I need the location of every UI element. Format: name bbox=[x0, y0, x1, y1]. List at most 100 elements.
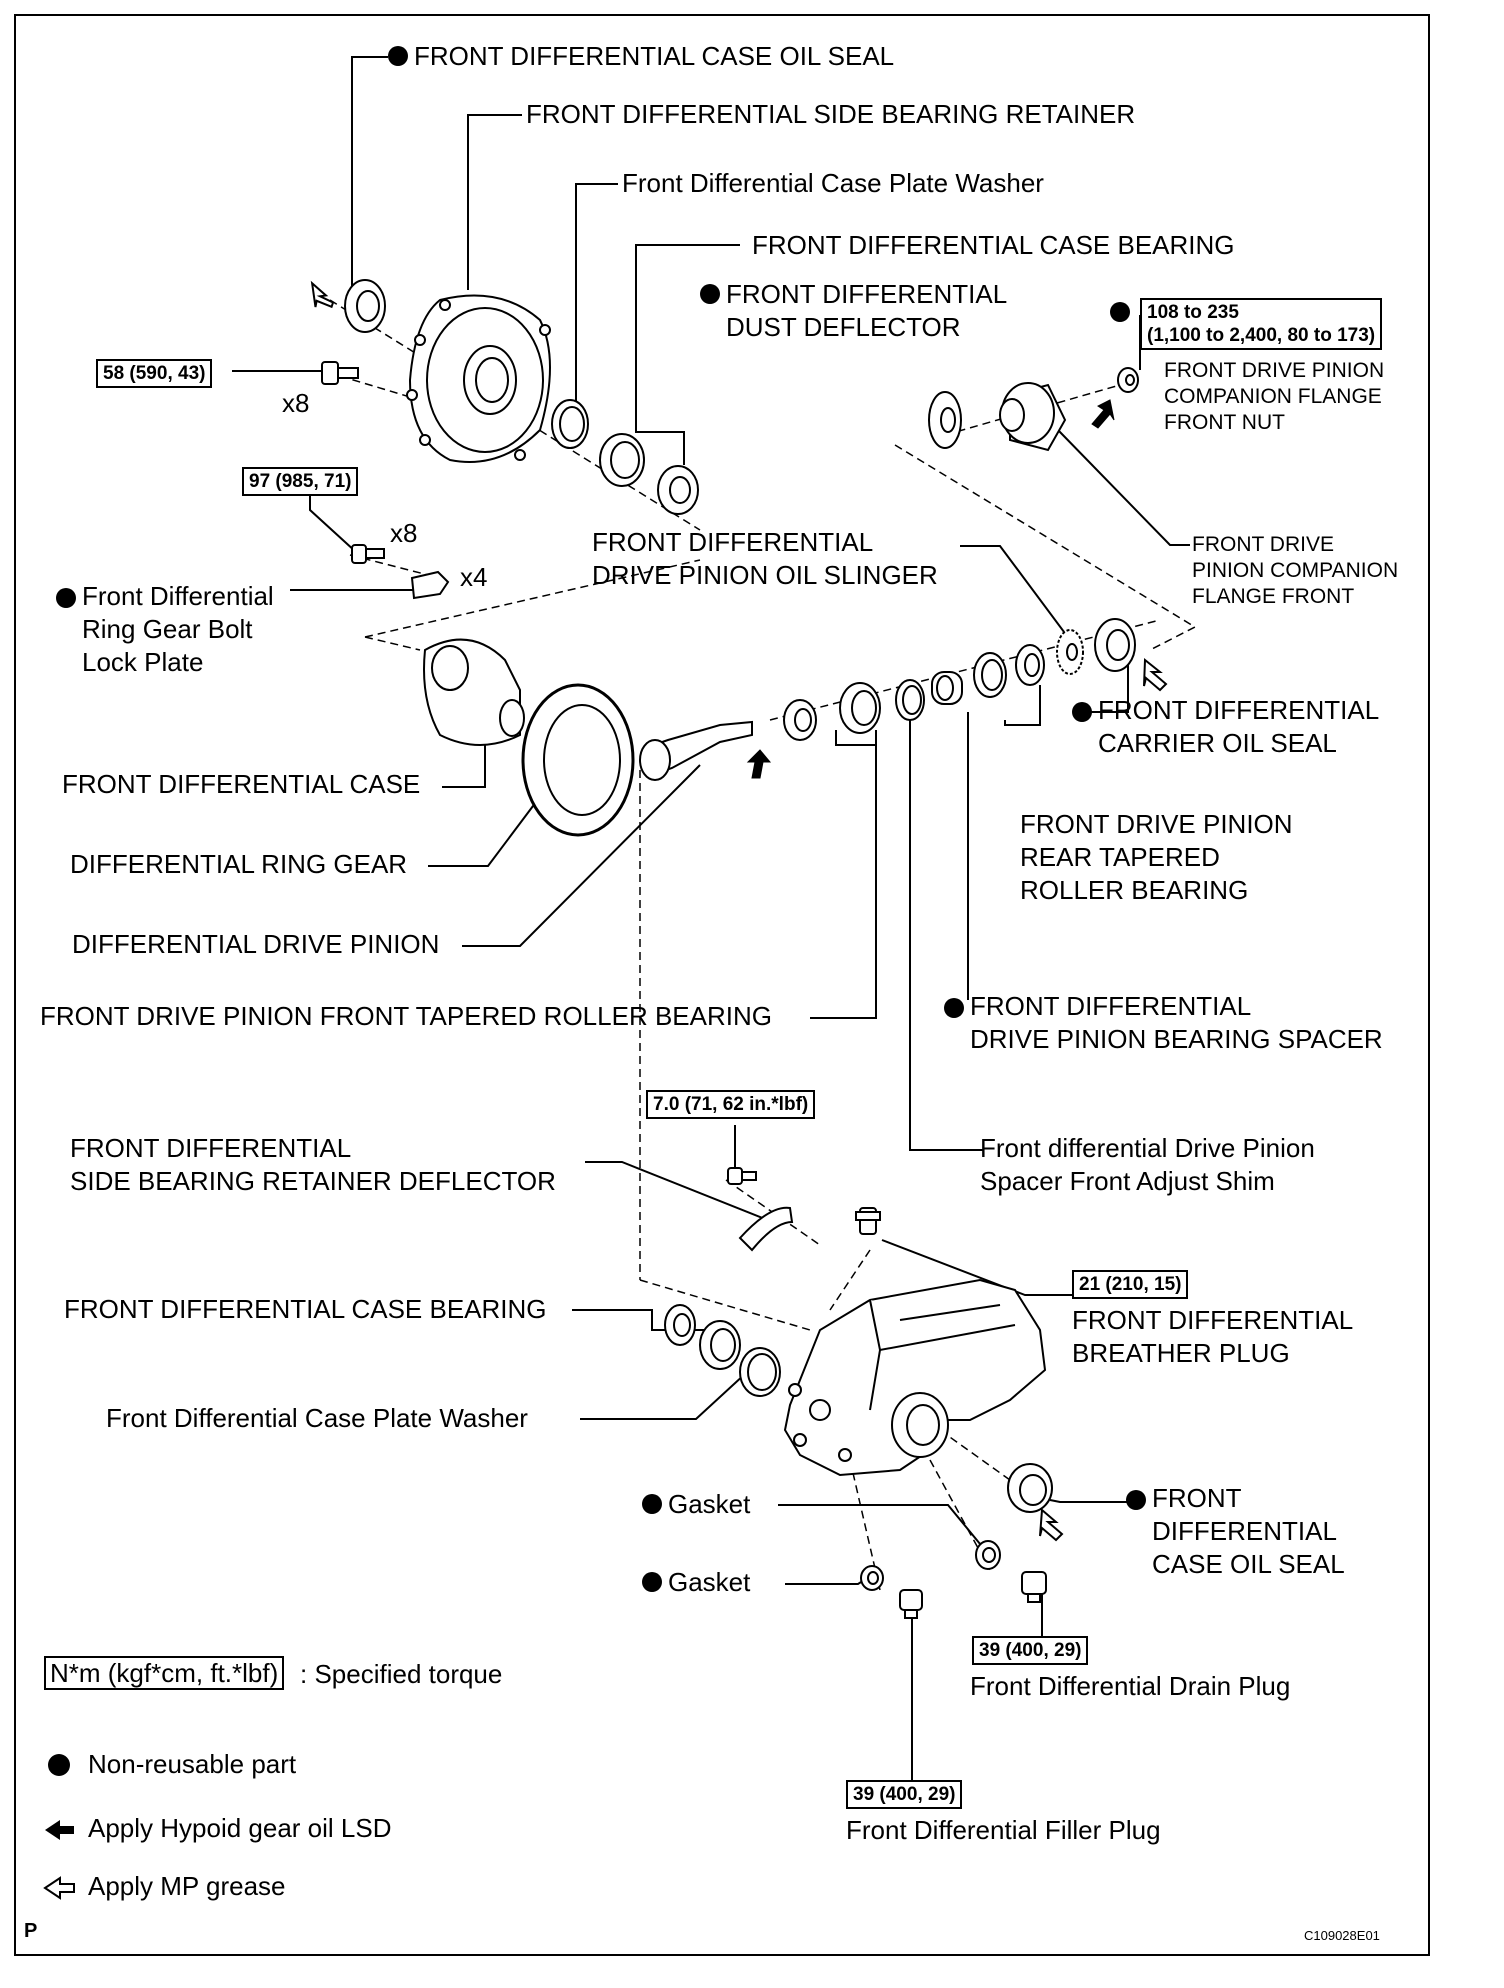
gasket-2-part bbox=[860, 1565, 884, 1591]
leader-gasket-2 bbox=[785, 1574, 873, 1585]
companion-flange-part bbox=[999, 382, 1067, 452]
count-lock-plate: x4 bbox=[460, 562, 488, 592]
torque-ring-gear-bolt: 97 (985, 71) bbox=[242, 467, 359, 496]
label-ring-gear: DIFFERENTIAL RING GEAR bbox=[70, 849, 408, 879]
label-adjust-shim: Front differential Drive Pinion Spacer F… bbox=[980, 1133, 1315, 1196]
differential-carrier-housing-part bbox=[783, 1278, 1047, 1477]
non-reusable-icon bbox=[56, 588, 76, 608]
label-case-bearing-bottom: FRONT DIFFERENTIAL CASE BEARING bbox=[64, 1294, 547, 1324]
label-ring-gear-bolt-lock-plate: Front Differential Ring Gear Bolt Lock P… bbox=[56, 580, 274, 679]
count-retainer-bolt: x8 bbox=[282, 388, 310, 418]
adjust-shim-part bbox=[895, 679, 925, 721]
plate-washer-top-part bbox=[551, 399, 589, 449]
torque-breather-plug: 21 (210, 15) bbox=[1072, 1270, 1189, 1299]
breather-plug-part bbox=[855, 1207, 881, 1235]
drive-pinion-part bbox=[639, 720, 753, 781]
legend-torque-unit: N*m (kgf*cm, ft.*lbf) bbox=[44, 1656, 285, 1690]
mp-grease-arrow-icon bbox=[310, 280, 335, 309]
drain-plug-part bbox=[1021, 1571, 1047, 1603]
label-case-oil-seal-bottom: FRONT DIFFERENTIAL CASE OIL SEAL bbox=[1126, 1482, 1345, 1581]
case-bearing-bottom-part bbox=[664, 1304, 781, 1397]
torque-deflector-bolt: 7.0 (71, 62 in.*lbf) bbox=[646, 1090, 816, 1119]
label-gasket-2: Gasket bbox=[642, 1566, 750, 1599]
leader-diff-case bbox=[442, 745, 486, 788]
leader-oil-slinger bbox=[960, 545, 1071, 641]
non-reusable-icon bbox=[1072, 702, 1092, 722]
legend-torque-text: : Specified torque bbox=[300, 1659, 503, 1689]
label-plate-washer-bottom: Front Differential Case Plate Washer bbox=[106, 1403, 528, 1433]
non-reusable-icon bbox=[642, 1494, 662, 1515]
label-front-tapered-bearing: FRONT DRIVE PINION FRONT TAPERED ROLLER … bbox=[40, 1001, 772, 1031]
dust-deflector-part bbox=[928, 391, 962, 449]
case-oil-seal-bottom-part bbox=[1007, 1463, 1053, 1513]
legend-mp-grease-icon bbox=[43, 1876, 75, 1900]
non-reusable-icon bbox=[642, 1572, 662, 1593]
gasket-1-part bbox=[975, 1540, 1001, 1570]
label-retainer-deflector: FRONT DIFFERENTIAL SIDE BEARING RETAINER… bbox=[70, 1133, 556, 1196]
mp-grease-arrow-icon bbox=[1039, 1507, 1064, 1542]
leader-deflector bbox=[585, 1161, 781, 1226]
case-oil-seal-top-part bbox=[344, 279, 386, 333]
label-drive-pinion: DIFFERENTIAL DRIVE PINION bbox=[72, 929, 440, 959]
case-bearing-race-top-part bbox=[599, 433, 645, 487]
label-differential-case: FRONT DIFFERENTIAL CASE bbox=[62, 769, 421, 799]
hypoid-oil-arrow-icon bbox=[1091, 399, 1115, 429]
label-breather-plug: FRONT DIFFERENTIAL BREATHER PLUG bbox=[1072, 1305, 1354, 1368]
axis-breather bbox=[829, 1249, 871, 1311]
non-reusable-icon bbox=[944, 998, 964, 1018]
label-side-bearing-retainer: FRONT DIFFERENTIAL SIDE BEARING RETAINER bbox=[526, 99, 1136, 129]
label-oil-slinger: FRONT DIFFERENTIAL DRIVE PINION OIL SLIN… bbox=[592, 527, 938, 590]
case-bearing-top-part bbox=[657, 465, 699, 515]
non-reusable-icon bbox=[1126, 1490, 1146, 1510]
legend-hypoid-oil-icon bbox=[45, 1820, 74, 1840]
non-reusable-icon bbox=[700, 284, 720, 305]
axis-flange-plane bbox=[894, 444, 1197, 651]
legend-mp-grease: Apply MP grease bbox=[88, 1871, 286, 1901]
label-dust-deflector: FRONT DIFFERENTIAL DUST DEFLECTOR bbox=[700, 278, 1007, 344]
bearing-spacer-part bbox=[931, 671, 963, 705]
legend-non-reusable: Non-reusable part bbox=[88, 1749, 297, 1779]
label-drain-plug: Front Differential Drain Plug bbox=[970, 1671, 1291, 1701]
axis-case-plane bbox=[364, 559, 701, 638]
ring-gear-part bbox=[521, 683, 635, 837]
retainer-bolt-part bbox=[321, 361, 359, 385]
leader-rear-tapered bbox=[1004, 685, 1041, 726]
axis-pinion-bearings bbox=[769, 619, 1161, 721]
leader-case-oil-seal-top bbox=[351, 56, 388, 290]
differential-case-part bbox=[423, 638, 525, 746]
label-companion-flange-front-nut: FRONT DRIVE PINION COMPANION FLANGE FRON… bbox=[1164, 359, 1385, 434]
non-reusable-icon bbox=[388, 46, 408, 67]
torque-retainer-bolt: 58 (590, 43) bbox=[96, 359, 213, 388]
leader-case-oil-seal-bottom bbox=[1049, 1499, 1128, 1503]
leader-carrier-oil-seal bbox=[1090, 655, 1129, 713]
leader-case-bearing-top bbox=[635, 244, 740, 465]
lock-plate-part bbox=[410, 570, 450, 600]
label-gasket-1: Gasket bbox=[642, 1488, 750, 1521]
leader-front-tapered bbox=[810, 730, 877, 1019]
side-bearing-retainer-part bbox=[406, 294, 551, 463]
front-tapered-bearing-part bbox=[783, 682, 881, 741]
diagram-frame bbox=[14, 14, 1430, 1956]
label-rear-tapered-bearing: FRONT DRIVE PINION REAR TAPERED ROLLER B… bbox=[1020, 809, 1293, 905]
mp-grease-arrow-icon bbox=[1143, 657, 1168, 692]
label-carrier-oil-seal: FRONT DIFFERENTIAL CARRIER OIL SEAL bbox=[1072, 694, 1379, 760]
count-ring-gear-bolt: x8 bbox=[390, 518, 418, 548]
ring-gear-bolt-part bbox=[351, 544, 385, 564]
leader-torque-97 bbox=[309, 496, 357, 553]
leader-ring-gear bbox=[428, 789, 546, 867]
label-companion-flange-front: FRONT DRIVE PINION COMPANION FLANGE FRON… bbox=[1192, 533, 1399, 608]
legend-non-reusable-icon bbox=[48, 1754, 70, 1776]
rear-tapered-bearing-part bbox=[973, 644, 1045, 698]
label-case-bearing-top: FRONT DIFFERENTIAL CASE BEARING bbox=[752, 230, 1235, 260]
torque-drain-plug: 39 (400, 29) bbox=[972, 1636, 1089, 1665]
figure-code: C109028E01 bbox=[1304, 1928, 1380, 1943]
leader-shim bbox=[909, 718, 984, 1151]
leader-gasket-1 bbox=[778, 1504, 986, 1551]
leader-flange-front bbox=[1057, 429, 1190, 546]
filler-plug-part bbox=[899, 1589, 923, 1619]
hypoid-oil-arrow-icon bbox=[746, 749, 772, 779]
axis-seal-bottom bbox=[939, 1429, 1011, 1481]
leader-breather bbox=[881, 1239, 1080, 1296]
